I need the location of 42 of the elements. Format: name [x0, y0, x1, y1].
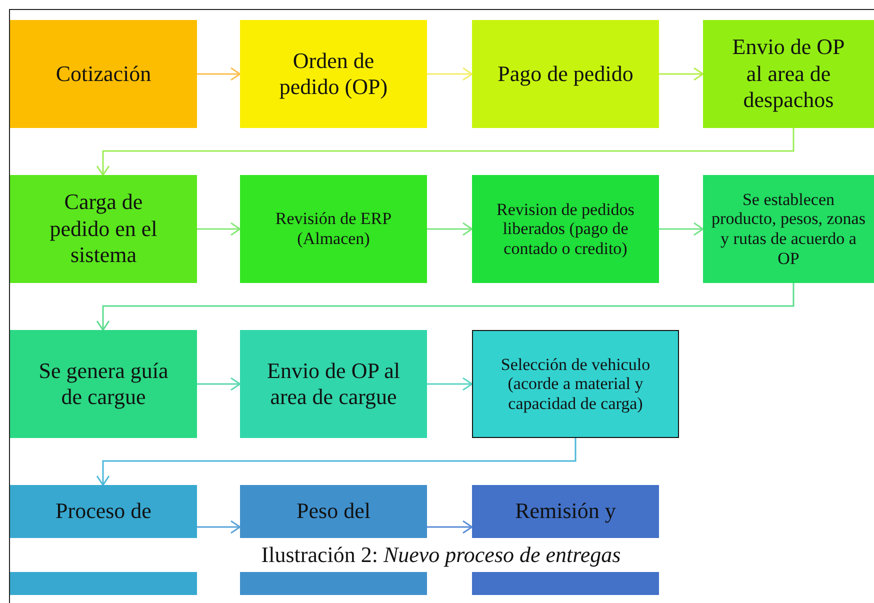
arrow — [659, 222, 704, 236]
process-box — [240, 175, 427, 283]
process-box — [703, 175, 874, 283]
step-text: Envio de OP al area de despachos — [731, 34, 846, 114]
arrow — [197, 67, 241, 81]
process-box — [472, 485, 659, 538]
step-text: Se establecen producto, pesos, zonas y rutas de acuerdo a OP — [711, 190, 866, 268]
process-box — [472, 20, 659, 128]
step-text: Cotización — [56, 60, 152, 88]
step-text: Pago de pedido — [498, 60, 634, 88]
arrow — [427, 222, 473, 236]
process-box — [240, 20, 427, 128]
step-text: Revision de pedidos liberados (pago de contado o credito) — [496, 200, 636, 258]
arrow — [197, 520, 241, 534]
step-text: Peso del — [296, 498, 370, 524]
arrow — [96, 128, 794, 176]
process-box — [472, 330, 679, 438]
step-text: Proceso de — [56, 498, 152, 524]
step-text: Selección de vehiculo (acorde a material y capacidad de carga) — [500, 354, 652, 414]
arrow — [197, 222, 241, 236]
process-box — [472, 175, 659, 283]
arrow — [96, 283, 794, 331]
process-box — [10, 20, 197, 128]
process-box — [240, 485, 427, 538]
process-box — [703, 20, 874, 128]
figure-caption: Ilustración 2: Nuevo proceso de entregas — [261, 542, 621, 568]
step-text: Revisión de ERP (Almacen) — [274, 209, 393, 249]
arrow — [427, 377, 473, 391]
process-box — [10, 330, 197, 438]
step-text: Orden de pedido (OP) — [278, 48, 389, 100]
process-box — [10, 175, 197, 283]
step-text: Remisión y — [515, 498, 616, 524]
process-box — [240, 330, 427, 438]
arrow — [427, 520, 473, 534]
step-text: Envio de OP al area de cargue — [266, 358, 401, 410]
arrow — [96, 438, 576, 486]
arrow — [197, 377, 241, 391]
arrow — [659, 67, 704, 81]
process-box — [10, 485, 197, 538]
step-text: Se genera guía de cargue — [38, 358, 170, 410]
step-text: Carga de pedido en el sistema — [48, 189, 158, 269]
arrow — [427, 67, 473, 81]
